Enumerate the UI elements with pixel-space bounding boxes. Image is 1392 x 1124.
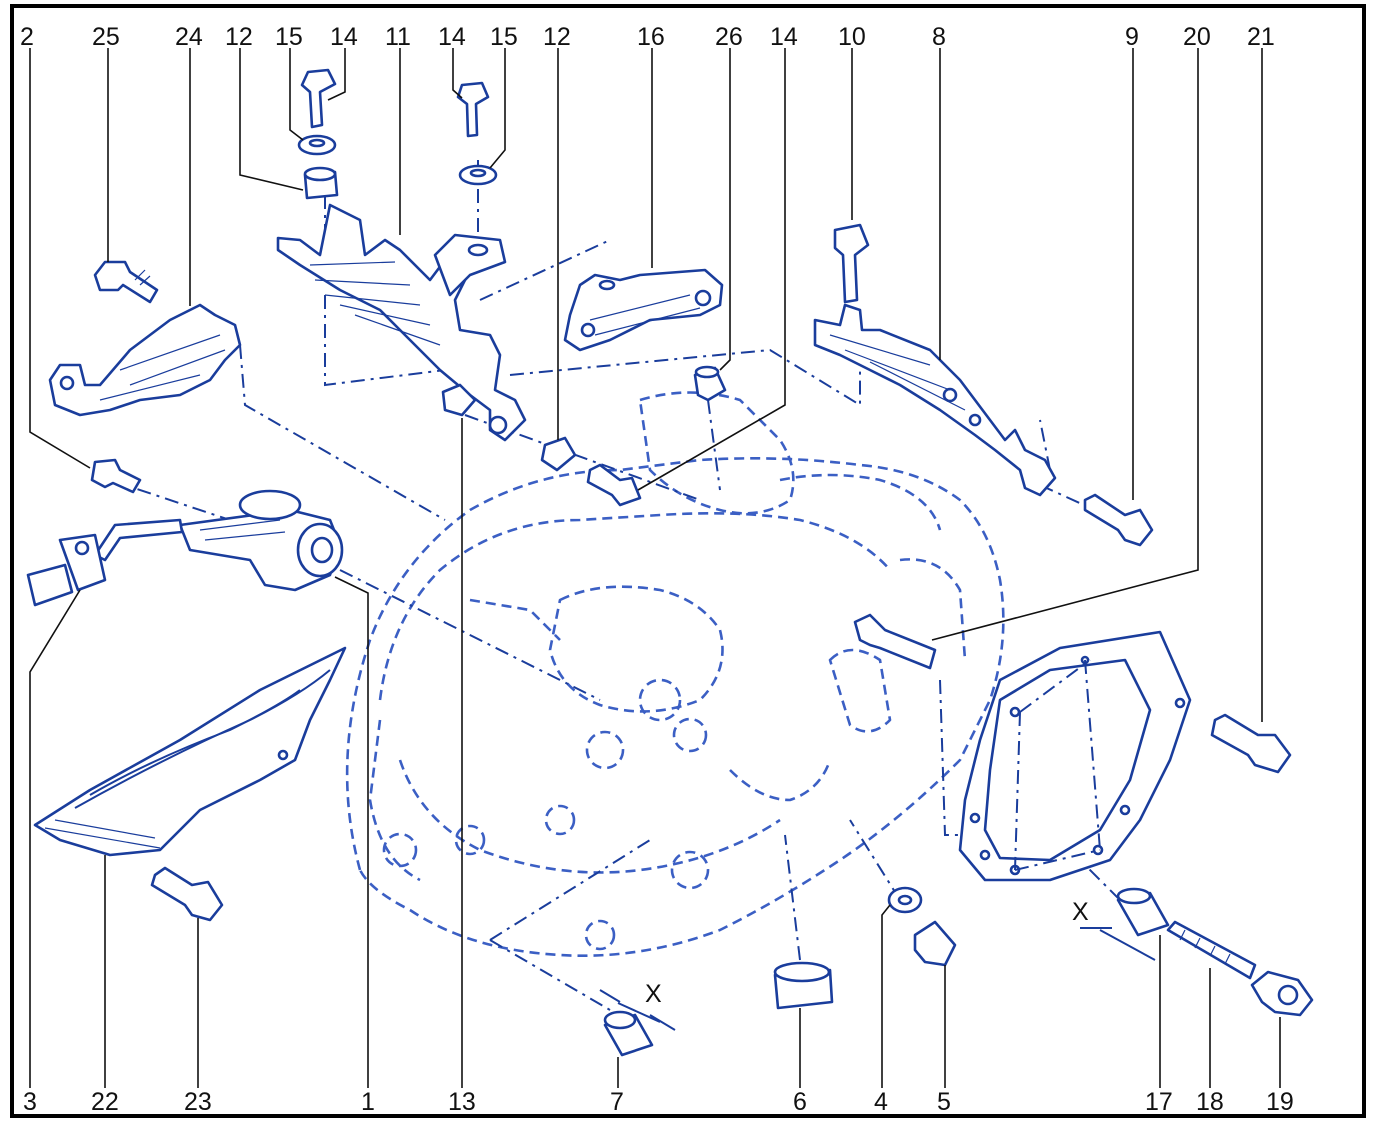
bolt-2 (90, 458, 142, 494)
svg-text:X: X (1072, 898, 1089, 926)
callout-label: 7 (610, 1088, 624, 1116)
callout-label: 5 (937, 1088, 951, 1116)
callout-label: 6 (793, 1088, 807, 1116)
callout-label: 9 (1125, 23, 1139, 51)
stud-18 (1166, 920, 1257, 980)
grommet-13 (441, 383, 477, 417)
dimension-x-right: X (1072, 898, 1156, 961)
bolt-9 (1083, 493, 1154, 547)
callout-label: 14 (438, 23, 466, 51)
diagram-frame (10, 4, 1366, 1118)
callout-label: 14 (330, 23, 358, 51)
callout-label: 3 (23, 1088, 37, 1116)
gasket-plate (958, 630, 1192, 882)
callout-label: 12 (225, 23, 253, 51)
washer-15-left (297, 134, 337, 156)
callout-label: 4 (874, 1088, 888, 1116)
callout-label: 24 (175, 23, 203, 51)
callout-label: 14 (770, 23, 798, 51)
bolt-23 (150, 866, 224, 922)
callout-label: 21 (1247, 23, 1275, 51)
callout-label: 18 (1196, 1088, 1224, 1116)
hose-fitting-3 (26, 518, 184, 607)
bolt-19 (1250, 970, 1314, 1017)
bracket-8 (813, 303, 1057, 497)
callout-label: 25 (92, 23, 120, 51)
callout-label: 10 (838, 23, 866, 51)
cover-plate-22 (33, 646, 347, 857)
bolt-14-left (300, 68, 337, 129)
callout-label: 11 (385, 23, 411, 51)
callout-label: 26 (715, 23, 743, 51)
callout-label: 19 (1266, 1088, 1294, 1116)
bolt-14-right (586, 463, 642, 507)
bracket-11 (276, 203, 527, 442)
bracket-24 (48, 303, 242, 417)
callout-label: 15 (275, 23, 303, 51)
callout-label: 1 (361, 1088, 375, 1116)
callout-label: 8 (932, 23, 946, 51)
callout-label: 16 (637, 23, 665, 51)
svg-text:X: X (645, 980, 662, 1008)
bush-26 (693, 365, 727, 402)
callout-label: 20 (1183, 23, 1211, 51)
sleeve-7 (603, 1010, 654, 1057)
tab-bracket (433, 233, 507, 297)
callouts-bottom: 3 22 23 1 13 7 6 4 5 17 18 19 (23, 1088, 1294, 1116)
callout-label: 23 (184, 1088, 212, 1116)
callout-label: 17 (1145, 1088, 1173, 1116)
bracket-16 (563, 268, 724, 352)
mount-6 (773, 961, 834, 1010)
bolt-25 (93, 260, 159, 304)
leader-lines (29, 48, 1281, 1088)
slave-cylinder-1 (178, 489, 344, 592)
callout-label: 2 (20, 23, 34, 51)
callout-label: 15 (490, 23, 518, 51)
dimension-x-bottom: X (599, 980, 676, 1031)
bolt-10 (833, 223, 870, 304)
callout-label: 13 (448, 1088, 476, 1116)
grommet-12-left (303, 166, 339, 200)
bolt-20 (853, 613, 937, 670)
bolt-21 (1210, 713, 1292, 774)
grommet-12-right (540, 436, 577, 472)
callout-label: 12 (543, 23, 571, 51)
callout-label: 22 (91, 1088, 119, 1116)
bolt-14-mid (456, 81, 490, 138)
washer-15-mid (458, 164, 498, 186)
seal-4 (887, 886, 923, 914)
sleeve-17 (1116, 887, 1170, 937)
callouts-top: 2 25 24 12 15 14 11 14 15 12 16 26 14 10… (20, 23, 1275, 51)
